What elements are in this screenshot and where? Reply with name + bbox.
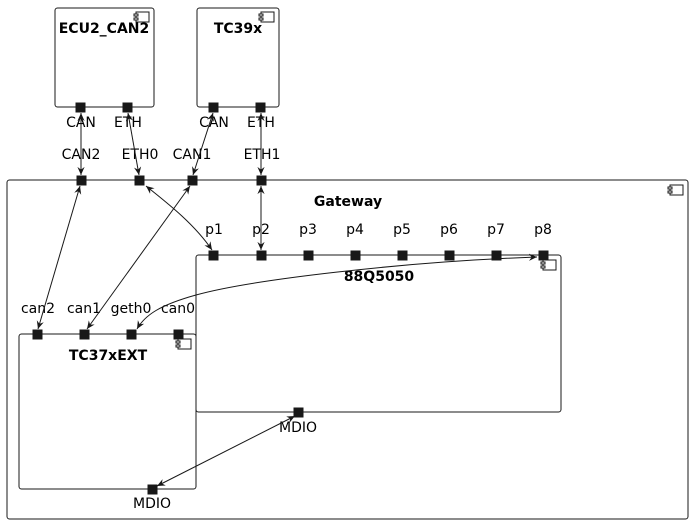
ecu2-eth-port[interactable] bbox=[122, 102, 133, 113]
tc37xext-can1-port[interactable] bbox=[79, 329, 90, 340]
q5050-mdio-label: MDIO bbox=[279, 420, 317, 436]
q5050-p5-label: p5 bbox=[393, 222, 411, 238]
gateway-title: Gateway bbox=[314, 194, 382, 210]
gateway-eth0-label: ETH0 bbox=[122, 147, 159, 163]
q5050-title: 88Q5050 bbox=[344, 269, 415, 285]
tc37xext-geth0-port[interactable] bbox=[126, 329, 137, 340]
q5050-p4-label: p4 bbox=[346, 222, 364, 238]
q5050-p6-label: p6 bbox=[440, 222, 458, 238]
gateway-eth0-port[interactable] bbox=[134, 175, 145, 186]
tc37xext-can0-label: can0 bbox=[161, 301, 195, 317]
gateway-eth1-label: ETH1 bbox=[244, 147, 281, 163]
tc37xext-mdio-label: MDIO bbox=[133, 496, 171, 512]
component-icon bbox=[667, 184, 684, 196]
connector-mdio-mdio[interactable] bbox=[156, 415, 296, 487]
q5050-mdio-port[interactable] bbox=[293, 407, 304, 418]
tc37xext-title: TC37xEXT bbox=[69, 348, 148, 364]
gateway-can2-port[interactable] bbox=[76, 175, 87, 186]
tc37xext-can0-port[interactable] bbox=[173, 329, 184, 340]
component-icon bbox=[258, 11, 275, 23]
ecu2-eth-label: ETH bbox=[114, 115, 142, 131]
tc39x-can-port[interactable] bbox=[208, 102, 219, 113]
connector-tc39xcan-gatewaycan1[interactable] bbox=[192, 112, 214, 176]
ecu2-can-port[interactable] bbox=[75, 102, 86, 113]
tc37xext-geth0-label: geth0 bbox=[111, 301, 152, 317]
component-icon bbox=[540, 259, 557, 271]
q5050-p8-label: p8 bbox=[534, 222, 552, 238]
tc39x-can-label: CAN bbox=[199, 115, 229, 131]
connector-ecu2eth-gatewayeth0[interactable] bbox=[125, 112, 142, 176]
component-icon bbox=[175, 338, 192, 350]
ecu2-can2-title: ECU2_CAN2 bbox=[59, 21, 150, 37]
tc39x-title: TC39x bbox=[214, 21, 262, 37]
ecu2-can2-component[interactable]: ECU2_CAN2 CAN ETH bbox=[54, 7, 155, 131]
gateway-eth1-port[interactable] bbox=[256, 175, 267, 186]
connector-gatewaycan2-tc37can2[interactable] bbox=[36, 185, 82, 330]
tc37xext-can1-label: can1 bbox=[67, 301, 101, 317]
tc39x-eth-port[interactable] bbox=[255, 102, 266, 113]
gateway-can1-label: CAN1 bbox=[173, 147, 212, 163]
tc39x-component[interactable]: TC39x CAN ETH bbox=[196, 7, 280, 131]
tc37xext-mdio-port[interactable] bbox=[147, 484, 158, 495]
tc37xext-can2-port[interactable] bbox=[32, 329, 43, 340]
tc37xext-can2-label: can2 bbox=[21, 301, 55, 317]
q5050-p1-label: p1 bbox=[205, 222, 223, 238]
gateway-can1-port[interactable] bbox=[187, 175, 198, 186]
connector-p8-geth0[interactable] bbox=[136, 253, 538, 330]
component-icon bbox=[133, 11, 150, 23]
q5050-p3-label: p3 bbox=[299, 222, 317, 238]
q5050-p7-label: p7 bbox=[487, 222, 505, 238]
